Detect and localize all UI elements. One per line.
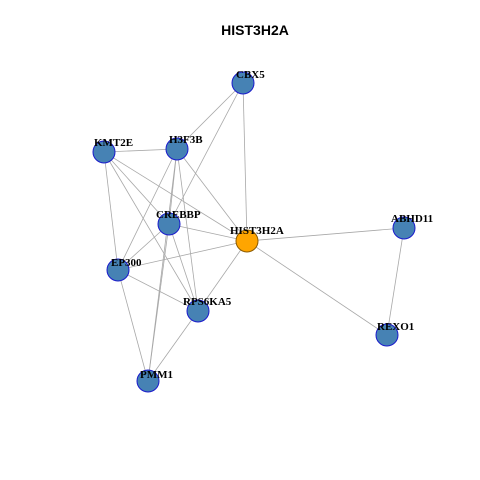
edge-hist3h2a-rexo1	[246, 240, 388, 336]
node-circle	[106, 258, 130, 282]
node-label: HIST3H2A	[230, 225, 284, 237]
edge-hist3h2a-abhd11	[246, 227, 405, 242]
edge-hist3h2a-rps6ka5	[197, 240, 248, 312]
edge-cbx5-hist3h2a	[242, 82, 248, 242]
node-circle	[186, 299, 210, 323]
node-label: CREBBP	[156, 209, 201, 221]
node-label: EP300	[111, 257, 142, 269]
node-circle	[235, 229, 259, 253]
node-pmm1[interactable]: PMM1	[136, 369, 173, 393]
node-h3f3b[interactable]: H3F3B	[165, 134, 203, 161]
node-label: CBX5	[236, 69, 265, 81]
node-circle	[392, 216, 416, 240]
edge-ep300-pmm1	[117, 269, 149, 382]
node-circle	[136, 369, 160, 393]
edge-layer	[103, 82, 405, 382]
node-circle	[231, 71, 255, 95]
edge-kmt2e-h3f3b	[103, 148, 178, 153]
edge-kmt2e-crebbp	[103, 151, 170, 225]
edge-h3f3b-ep300	[117, 148, 178, 271]
edge-kmt2e-rps6ka5	[103, 151, 199, 312]
node-abhd11[interactable]: ABHD11	[391, 213, 433, 240]
edge-crebbp-pmm1	[147, 223, 170, 382]
node-ep300[interactable]: EP300	[106, 257, 142, 282]
edge-kmt2e-hist3h2a	[103, 151, 248, 242]
node-rexo1[interactable]: REXO1	[375, 321, 414, 347]
node-hist3h2a[interactable]: HIST3H2A	[230, 225, 284, 253]
edge-h3f3b-hist3h2a	[176, 148, 248, 242]
edge-crebbp-hist3h2a	[168, 223, 248, 242]
node-label: H3F3B	[169, 134, 203, 146]
node-rps6ka5[interactable]: RPS6KA5	[183, 296, 232, 323]
edge-cbx5-h3f3b	[176, 82, 244, 150]
edge-kmt2e-ep300	[103, 151, 119, 271]
node-circle	[375, 323, 399, 347]
node-label: REXO1	[377, 321, 414, 333]
node-cbx5[interactable]: CBX5	[231, 69, 265, 95]
node-circle	[92, 140, 116, 164]
edge-h3f3b-rps6ka5	[176, 148, 199, 312]
edge-rps6ka5-pmm1	[147, 310, 199, 382]
edge-hist3h2a-ep300	[117, 240, 248, 271]
node-label: RPS6KA5	[183, 296, 232, 308]
edge-abhd11-rexo1	[386, 227, 405, 336]
node-label: ABHD11	[391, 213, 433, 225]
edge-crebbp-rps6ka5	[168, 223, 199, 312]
node-crebbp[interactable]: CREBBP	[156, 209, 201, 236]
edge-ep300-rps6ka5	[117, 269, 199, 312]
node-label: KMT2E	[94, 137, 133, 149]
node-kmt2e[interactable]: KMT2E	[92, 137, 133, 164]
node-circle	[165, 137, 189, 161]
node-circle	[157, 212, 181, 236]
diagram-title: HIST3H2A	[221, 22, 289, 38]
node-label: PMM1	[140, 369, 173, 381]
